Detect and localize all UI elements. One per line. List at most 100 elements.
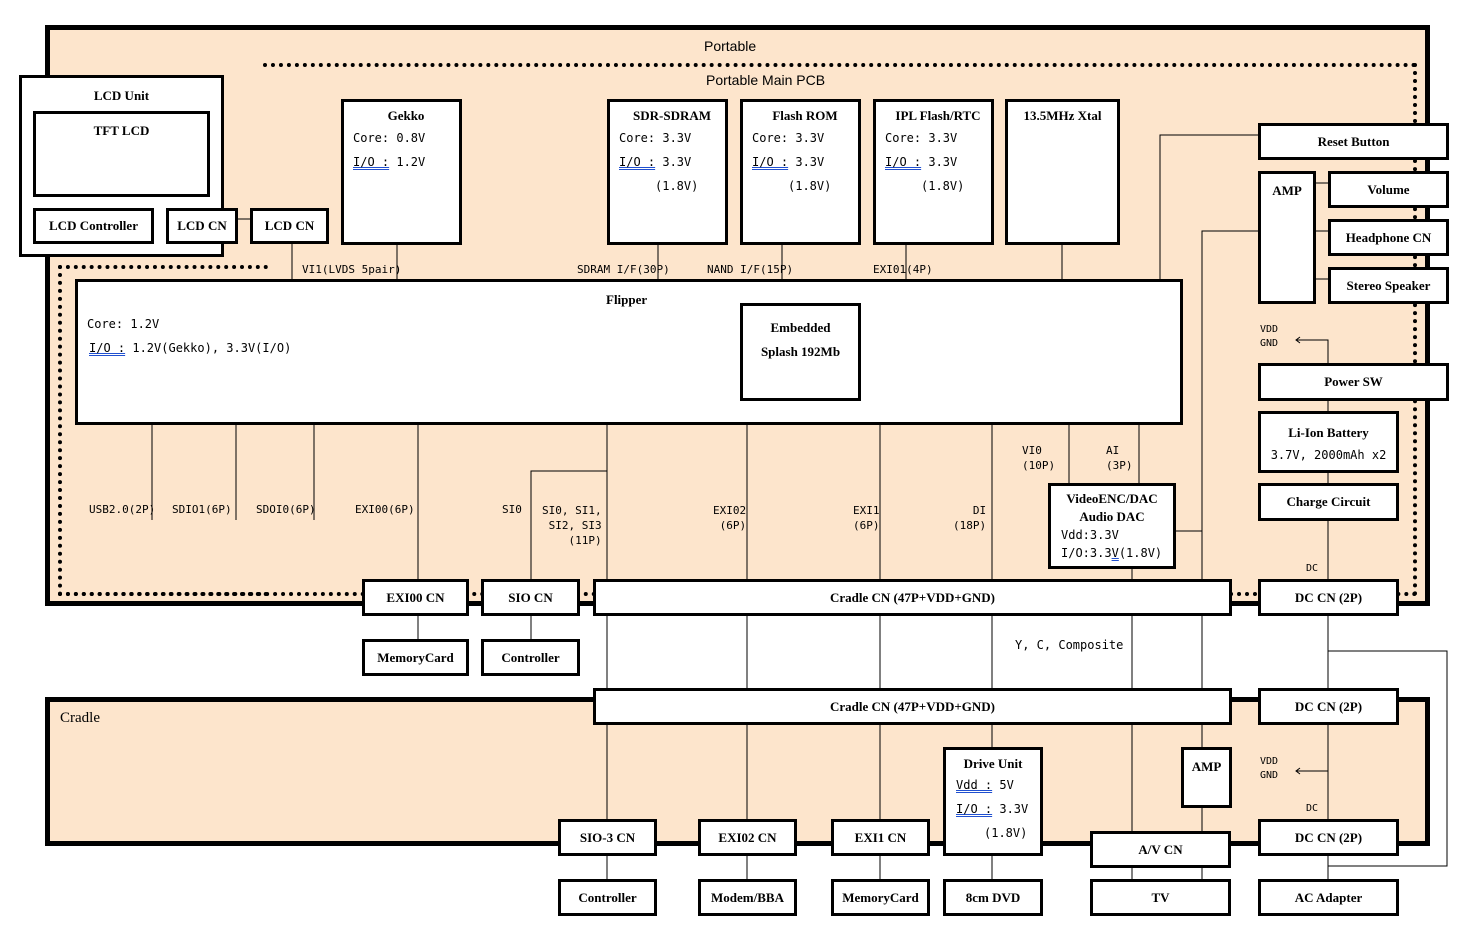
io-value: 3.3V	[992, 802, 1029, 816]
dc-label-portable: DC	[1306, 563, 1319, 574]
io-value: 1.2V	[389, 155, 426, 169]
io-value: 3.3V	[788, 155, 825, 169]
embedded-splash[interactable]: Embedded Splash 192Mb	[740, 303, 861, 401]
io-label: I/O :	[956, 802, 993, 816]
drive-unit[interactable]: Drive Unit Vdd : 5V I/O : 3.3V (1.8V)	[943, 747, 1043, 856]
memorycard-cradle[interactable]: MemoryCard	[831, 879, 930, 916]
charge-circuit[interactable]: Charge Circuit	[1258, 483, 1399, 521]
dc-cn-cradle-bottom[interactable]: DC CN (2P)	[1258, 819, 1399, 856]
flipper-io: I/O : 1.2V(Gekko), 3.3V(I/O)	[89, 336, 291, 360]
ipl-title: IPL Flash/RTC	[895, 108, 981, 123]
amp-title: AMP	[1272, 183, 1302, 198]
bus-label-vi1: VI1(LVDS 5pair)	[302, 263, 402, 276]
sdram-io: I/O : 3.3V	[619, 150, 725, 174]
amp-cradle-title: AMP	[1191, 759, 1222, 774]
drive-unit-title: Drive Unit	[963, 756, 1023, 771]
tft-lcd-title: TFT LCD	[93, 123, 150, 138]
dc-cn-cradle-top[interactable]: DC CN (2P)	[1258, 688, 1399, 725]
bus-label-vi0: VI0 (10P)	[1022, 443, 1055, 473]
reset-button[interactable]: Reset Button	[1258, 123, 1449, 160]
io-value: 3.3V	[655, 155, 692, 169]
gekko-core: Core: 0.8V	[353, 131, 426, 145]
sdr-sdram-chip[interactable]: SDR-SDRAM Core: 3.3V I/O : 3.3V (1.8V)	[607, 99, 728, 245]
video-enc-dac[interactable]: VideoENC/DAC Audio DAC Vdd:3.3V I/O:3.3V…	[1048, 483, 1176, 569]
flash-rom-io-alt: (1.8V)	[788, 179, 832, 193]
flipper-core: Core: 1.2V	[87, 317, 160, 331]
bus-label-exi02: EXI02 (6P)	[713, 503, 746, 533]
exi1-line-1: EXI1	[853, 504, 880, 517]
di-line-2: (18P)	[953, 519, 987, 532]
main-pcb-boundary	[263, 63, 1417, 596]
controller-portable[interactable]: Controller	[481, 639, 580, 676]
power-switch[interactable]: Power SW	[1258, 363, 1449, 401]
dc-cn-portable[interactable]: DC CN (2P)	[1258, 579, 1399, 616]
amp-cradle[interactable]: AMP	[1181, 747, 1232, 808]
video-enc-vdd: Vdd:3.3V	[1061, 528, 1119, 542]
headphone-cn[interactable]: Headphone CN	[1328, 219, 1449, 256]
exi00-cn[interactable]: EXI00 CN	[362, 579, 469, 616]
flipper-title: Flipper	[606, 292, 648, 307]
modem-bba[interactable]: Modem/BBA	[698, 879, 797, 916]
flipper-chip[interactable]: Flipper Core: 1.2V I/O : 1.2V(Gekko), 3.…	[75, 279, 1183, 425]
xtal-chip[interactable]: 13.5MHz Xtal	[1005, 99, 1120, 245]
exi1-line-2: (6P)	[853, 519, 880, 532]
sio-cn[interactable]: SIO CN	[481, 579, 580, 616]
ai-line-1: AI	[1106, 444, 1120, 457]
exi02-line-1: EXI02	[713, 504, 747, 517]
stereo-speaker[interactable]: Stereo Speaker	[1328, 267, 1449, 304]
video-enc-title1: VideoENC/DAC	[1066, 491, 1158, 506]
ai-line-2: (3P)	[1106, 459, 1133, 472]
vdd-label: VDD	[1260, 324, 1279, 335]
controller-cradle[interactable]: Controller	[558, 879, 657, 916]
vdd-gnd-portable: VDD GND	[1260, 323, 1278, 351]
tv[interactable]: TV	[1090, 879, 1231, 916]
ac-adapter[interactable]: AC Adapter	[1258, 879, 1399, 916]
lcd-controller[interactable]: LCD Controller	[33, 208, 154, 244]
portable-title: Portable	[704, 38, 757, 54]
gnd-label: GND	[1260, 338, 1279, 349]
bus-label-di: DI (18P)	[953, 503, 986, 533]
exi02-line-2: (6P)	[719, 519, 747, 532]
battery-spec: 3.7V, 2000mAh x2	[1270, 448, 1387, 462]
dvd-8cm[interactable]: 8cm DVD	[943, 879, 1043, 916]
amp-portable[interactable]: AMP	[1258, 171, 1316, 304]
gnd-label: GND	[1260, 770, 1279, 781]
lcd-cn-inner[interactable]: LCD CN	[166, 208, 238, 244]
flash-rom-chip[interactable]: Flash ROM Core: 3.3V I/O : 3.3V (1.8V)	[740, 99, 861, 245]
io-value: 1.2V(Gekko), 3.3V(I/O)	[125, 341, 292, 355]
vdd-label: Vdd :	[956, 778, 993, 792]
gekko-chip[interactable]: Gekko Core: 0.8V I/O : 1.2V	[341, 99, 462, 245]
bus-label-sdram: SDRAM I/F(30P)	[577, 263, 670, 276]
lcd-unit-title: LCD Unit	[93, 88, 150, 103]
bus-label-ai: AI (3P)	[1106, 443, 1133, 473]
sio3-cn[interactable]: SIO-3 CN	[558, 819, 657, 856]
exi1-cn[interactable]: EXI1 CN	[831, 819, 930, 856]
io-label: I/O :	[885, 155, 922, 169]
dc-label-cradle: DC	[1306, 803, 1319, 814]
drive-io: I/O : 3.3V	[956, 797, 1040, 821]
di-line-1: DI	[972, 504, 987, 517]
volume[interactable]: Volume	[1328, 171, 1449, 208]
embedded-line1: Embedded	[770, 320, 831, 335]
bus-label-sdio1: SDIO1(6P)	[172, 503, 232, 516]
lcd-cn[interactable]: LCD CN	[250, 208, 329, 244]
bus-label-si-multi: SI0, SI1, SI2, SI3 (11P)	[542, 503, 602, 548]
battery-title: Li-Ion Battery	[1288, 425, 1369, 440]
cradle-cn-cradle[interactable]: Cradle CN (47P+VDD+GND)	[593, 688, 1232, 725]
drive-vdd: Vdd : 5V	[956, 773, 1040, 797]
exi02-cn[interactable]: EXI02 CN	[698, 819, 797, 856]
ipl-flash-rtc-chip[interactable]: IPL Flash/RTC Core: 3.3V I/O : 3.3V (1.8…	[873, 99, 994, 245]
bus-label-exi00: EXI00(6P)	[355, 503, 415, 516]
cradle-cn-portable[interactable]: Cradle CN (47P+VDD+GND)	[593, 579, 1232, 616]
vdd-label: VDD	[1260, 756, 1279, 767]
io-c: (1.8V)	[1118, 546, 1163, 560]
main-pcb-title: Portable Main PCB	[706, 72, 826, 88]
si-line-3: (11P)	[568, 534, 602, 547]
tft-lcd[interactable]: TFT LCD	[33, 111, 210, 197]
li-ion-battery[interactable]: Li-Ion Battery 3.7V, 2000mAh x2	[1258, 411, 1399, 473]
vi0-line-1: VI0	[1022, 444, 1042, 457]
av-cn[interactable]: A/V CN	[1090, 831, 1231, 868]
vdd-value: 5V	[992, 778, 1014, 792]
memorycard-portable[interactable]: MemoryCard	[362, 639, 469, 676]
